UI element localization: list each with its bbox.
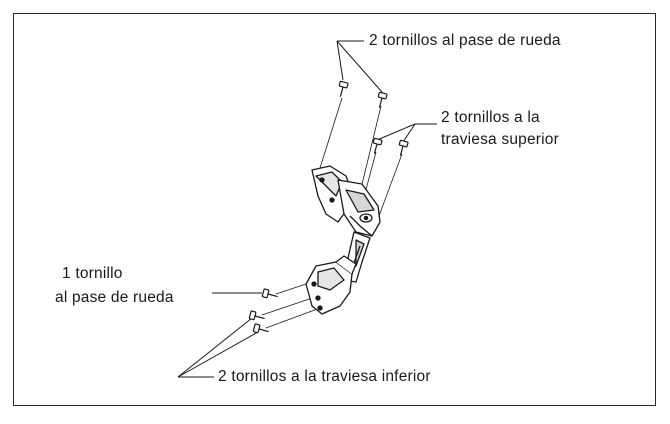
label-single-screw-line2: al pase de rueda — [55, 289, 174, 306]
label-lower-crossmember: 2 tornillos a la traviesa inferior — [218, 368, 431, 385]
leader-lines-lower-crossmember — [177, 317, 259, 378]
label-upper-crossmember-line1: 2 tornillos a la — [441, 109, 540, 126]
leader-lines-upper-crossmember — [376, 123, 437, 143]
label-single-screw-line1: 1 tornillo — [62, 265, 123, 282]
screw-icon — [248, 80, 409, 334]
leader-lines-wheel-arch-top — [336, 40, 383, 93]
label-upper-crossmember-line2: traviesa superior — [441, 131, 559, 148]
hinge-bracket-drawing — [305, 165, 381, 315]
label-wheel-arch-top: 2 tornillos al pase de rueda — [369, 32, 561, 49]
